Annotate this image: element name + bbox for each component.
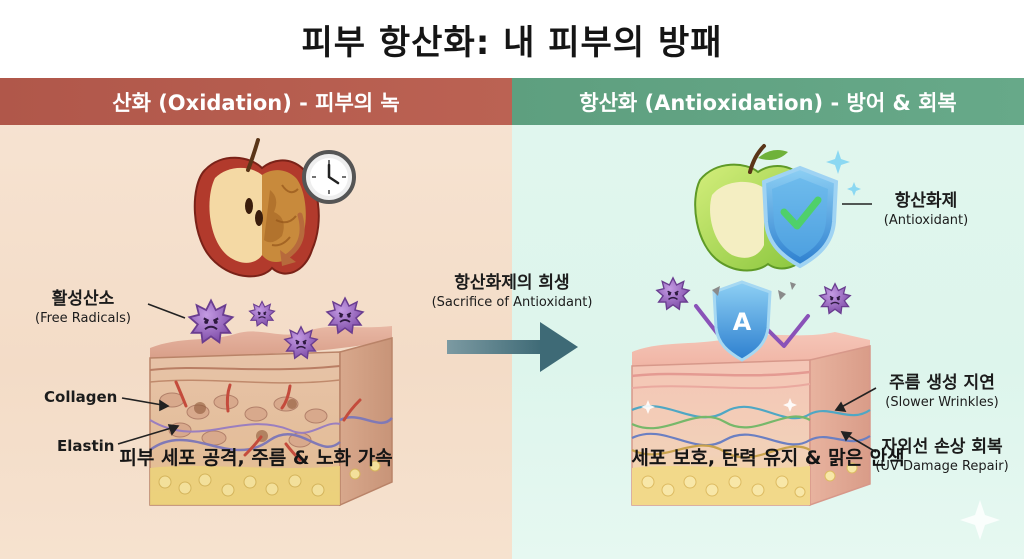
oxidation-header: 산화 (Oxidation) - 피부의 녹 <box>0 78 512 125</box>
free-radical-icon <box>655 276 691 311</box>
elastin-label: Elastin <box>57 437 115 455</box>
clock-icon <box>302 150 356 204</box>
slower-wrinkles-label: 주름 생성 지연 (Slower Wrinkles) <box>885 373 999 410</box>
skin-cross-section-icon <box>631 332 871 507</box>
page-title: 피부 항산화: 내 피부의 방패 <box>0 0 1024 78</box>
big-arrow-icon <box>447 322 578 372</box>
sparkle-icon <box>826 150 861 196</box>
oxidation-caption: 피부 세포 공격, 주름 & 노화 가속 <box>119 447 393 469</box>
free-radical-icon <box>188 299 234 344</box>
debris <box>712 282 796 300</box>
curved-arrow-head <box>280 250 296 266</box>
sacrifice-label: 항산화제의 희생 (Sacrifice of Antioxidant) <box>431 273 593 310</box>
shield-a-icon: A <box>712 280 772 362</box>
antioxidant-label: 항산화제 (Antioxidant) <box>883 191 969 228</box>
label-pointers-left <box>117 303 186 445</box>
browned-apple-icon <box>193 138 320 278</box>
collagen-label: Collagen <box>44 388 118 406</box>
free-radical-icon <box>248 300 276 327</box>
shield-check-icon <box>761 165 839 269</box>
antioxidation-header: 항산화 (Antioxidation) - 방어 & 회복 <box>512 78 1024 125</box>
free-radical-icon <box>818 282 852 315</box>
curved-arrow-icon <box>283 212 305 260</box>
skin-cross-section-icon <box>149 326 393 507</box>
free-radicals-label: 활성산소 (Free Radicals) <box>35 289 131 326</box>
sparkle-icon <box>960 500 1000 540</box>
uv-repair-label: 자외선 손상 회복 (UV Damage Repair) <box>875 437 1009 474</box>
shield-letter: A <box>733 308 752 336</box>
antioxidation-caption: 세포 보호, 탄력 유지 & 맑은 안색 <box>631 447 905 469</box>
label-pointers-right <box>834 387 877 453</box>
